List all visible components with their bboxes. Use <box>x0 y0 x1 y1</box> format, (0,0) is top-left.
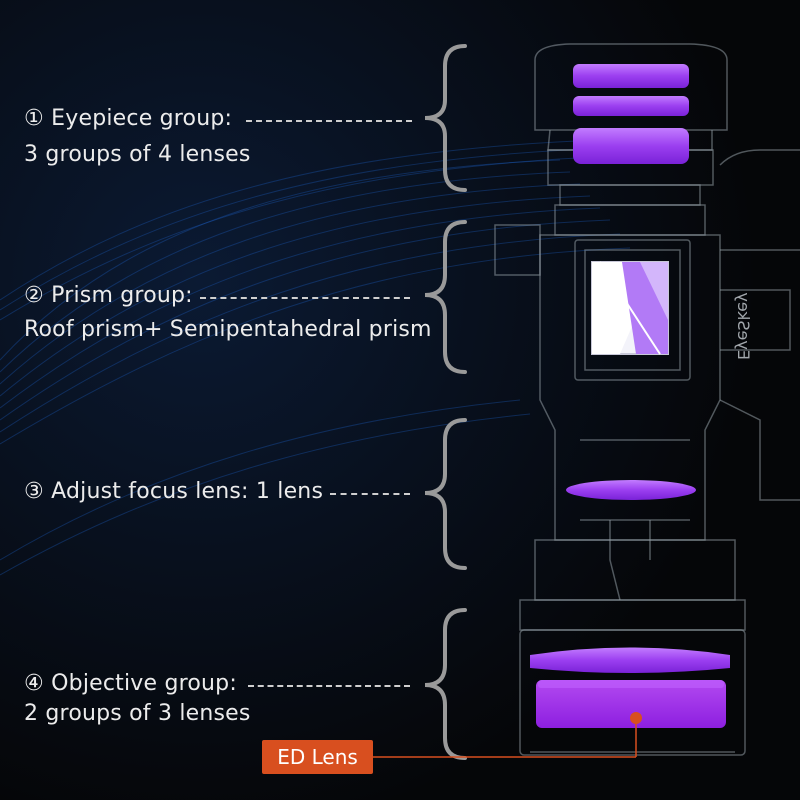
eyepiece-lens-1 <box>573 64 689 88</box>
eyepiece-lenses <box>573 64 689 164</box>
leader-line-eyepiece <box>246 120 412 122</box>
label-prism-title: Prism group: <box>51 283 193 308</box>
label-eyepiece: ① Eyepiece group: 3 groups of 4 lenses <box>24 104 251 170</box>
objective-lens-1 <box>530 647 730 673</box>
label-objective: ④ Objective group: 2 groups of 3 lenses <box>24 669 251 729</box>
leader-line-prism <box>200 297 410 299</box>
ed-lens <box>536 680 726 728</box>
eyepiece-lens-3 <box>573 128 689 164</box>
bracket-prism <box>424 220 467 374</box>
ed-callout-pointer <box>373 712 642 758</box>
label-prism-sub: Roof prism+ Semipentahedral prism <box>24 317 432 342</box>
prism <box>591 261 669 355</box>
bracket-focus <box>424 418 467 570</box>
bracket-objective <box>424 608 467 760</box>
label-focus-title: Adjust focus lens: 1 lens <box>51 479 324 504</box>
focus-lens <box>566 480 696 500</box>
label-eyepiece-num: ① <box>24 106 44 131</box>
label-objective-sub: 2 groups of 3 lenses <box>24 701 251 726</box>
label-eyepiece-sub: 3 groups of 4 lenses <box>24 142 251 167</box>
leader-line-focus <box>330 493 410 495</box>
bracket-eyepiece <box>424 44 467 192</box>
label-prism: ② Prism group: Roof prism+ Semipentahedr… <box>24 281 432 345</box>
ed-lens-badge: ED Lens <box>262 740 373 774</box>
label-objective-num: ④ <box>24 671 44 696</box>
objective-lenses <box>530 647 730 728</box>
brackets <box>424 44 467 760</box>
wave-lines <box>0 139 631 576</box>
eyepiece-lens-2 <box>573 96 689 116</box>
label-prism-num: ② <box>24 283 44 308</box>
label-focus: ③ Adjust focus lens: 1 lens <box>24 477 323 507</box>
label-focus-num: ③ <box>24 479 44 504</box>
body-brand-text: EyeSkey <box>734 292 753 360</box>
leader-line-objective <box>248 685 410 687</box>
label-objective-title: Objective group: <box>51 671 237 696</box>
label-eyepiece-title: Eyepiece group: <box>51 106 233 131</box>
